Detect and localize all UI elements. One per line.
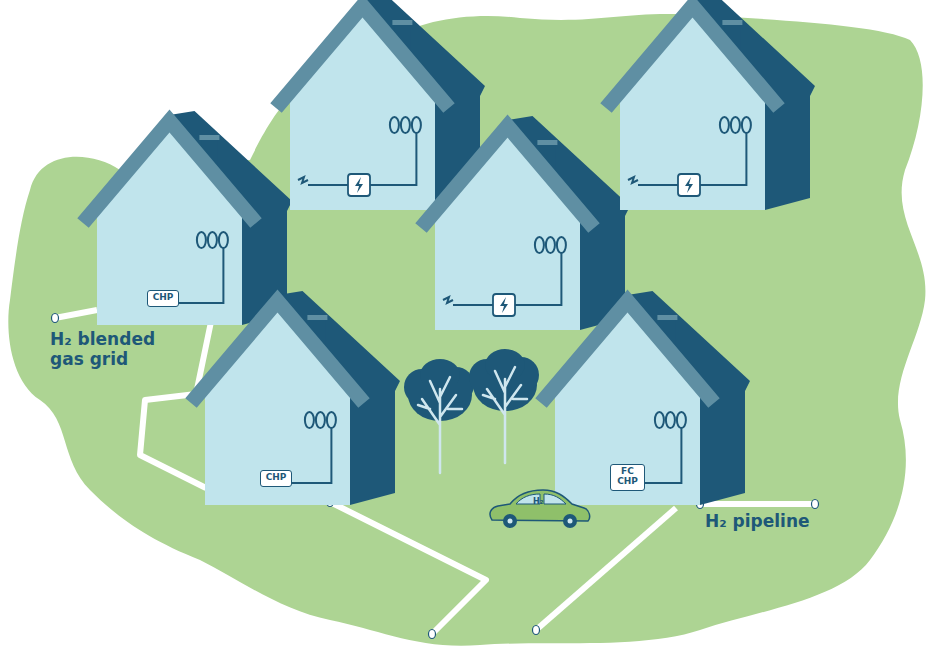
roof: [541, 301, 714, 403]
car: [490, 490, 590, 528]
radiator: [557, 237, 566, 253]
radiator: [742, 117, 751, 133]
roof: [421, 126, 594, 228]
chimney-cap: [537, 140, 557, 145]
house: [191, 291, 400, 505]
house-front: [555, 310, 700, 505]
roof: [191, 301, 364, 403]
chimney-cap: [199, 135, 219, 140]
pipe: [536, 508, 676, 630]
house: [606, 0, 815, 210]
pipe-end: [812, 500, 819, 509]
radiator: [655, 412, 664, 428]
pipe: [330, 502, 486, 634]
radiator: [677, 412, 686, 428]
chimney-cap: [722, 20, 742, 25]
power-box: [678, 174, 700, 196]
radiator: [208, 232, 217, 248]
chp-box: CHP: [260, 470, 292, 487]
power-box: [493, 294, 515, 316]
lightning-symbol: [685, 177, 693, 193]
house-front: [620, 15, 765, 210]
radiator: [731, 117, 740, 133]
radiator: [720, 117, 729, 133]
appliance-label: FC CHP: [615, 467, 640, 487]
appliance-label: CHP: [265, 473, 287, 483]
tree: [404, 359, 474, 473]
radiator: [305, 412, 314, 428]
fuel-cell-chp-box: FC CHP: [610, 464, 645, 491]
lightning-symbol: [500, 297, 508, 313]
grid-label: H₂ blended gas grid: [50, 330, 175, 369]
radiator: [219, 232, 228, 248]
house-front: [97, 130, 242, 325]
pipeline-label: H₂ pipeline: [705, 512, 810, 532]
roof: [276, 6, 449, 108]
lightning-symbol: [355, 177, 363, 193]
tree-trunk: [483, 367, 527, 463]
radiator: [412, 117, 421, 133]
appliance-label: CHP: [152, 293, 174, 303]
power-line: [628, 177, 678, 185]
roof: [83, 121, 256, 223]
chimney-cap: [657, 315, 677, 320]
radiator: [666, 412, 675, 428]
radiator: [546, 237, 555, 253]
power-line: [443, 297, 493, 305]
house: [83, 111, 292, 325]
car-label: H₂: [533, 497, 543, 506]
pipe: [700, 501, 815, 507]
power-line: [298, 177, 348, 185]
radiator: [316, 412, 325, 428]
power-box: [348, 174, 370, 196]
house-front: [435, 135, 580, 330]
roof: [606, 6, 779, 108]
radiator: [535, 237, 544, 253]
pipe-end: [533, 626, 540, 635]
pipe-end: [52, 314, 59, 323]
house-front: [205, 310, 350, 505]
radiator: [401, 117, 410, 133]
house-front: [290, 15, 435, 210]
house: [421, 116, 630, 330]
pipe: [55, 310, 97, 318]
radiator: [197, 232, 206, 248]
tree-trunk: [418, 377, 462, 473]
radiator: [390, 117, 399, 133]
tree: [469, 349, 539, 463]
chp-box: CHP: [147, 290, 179, 307]
pipe-end: [429, 630, 436, 639]
radiator: [327, 412, 336, 428]
chimney-cap: [307, 315, 327, 320]
chimney-cap: [392, 20, 412, 25]
house: [541, 291, 750, 505]
